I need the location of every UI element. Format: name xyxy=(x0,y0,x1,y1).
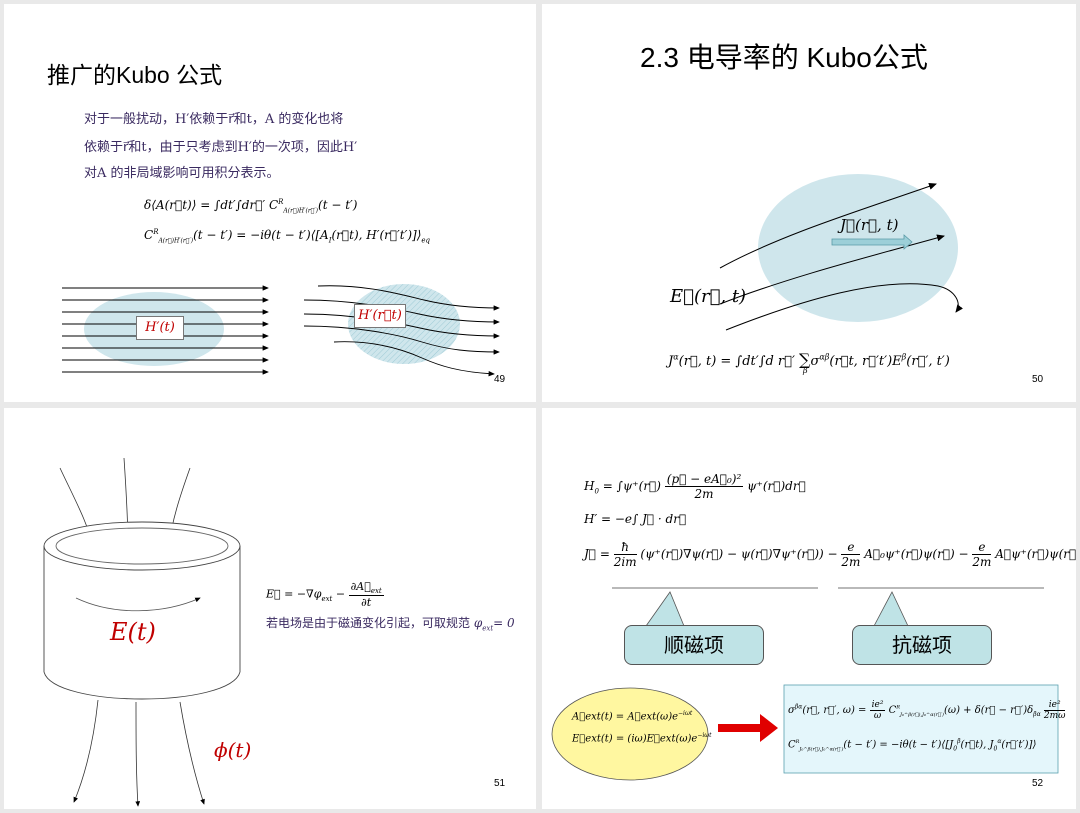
equation-response: δ⟨A(r⃗t)⟩ = ∫dt′∫dr⃗′ CRA(r⃗)H′(r⃗′)(t −… xyxy=(144,198,358,215)
bent-field-lines xyxy=(303,285,500,377)
slide-51: E(t) ϕ(t) E⃗ = −∇φext − ∂A⃗ext ∂t 若电场是由于… xyxy=(4,408,536,809)
result-box xyxy=(783,684,1059,774)
perturbation-diagram xyxy=(62,284,500,377)
paramagnetic-pointer xyxy=(645,591,685,627)
perturbation-label-right: H′(r⃗t) xyxy=(354,304,406,328)
vector-potential-ansatz: A⃗ext(t) = A⃗ext(ω)e−iωt xyxy=(572,710,693,723)
perturbation-hamiltonian: H′ = −e∫ J⃗ · dr⃗ xyxy=(584,512,687,526)
electric-field-label: E(t) xyxy=(110,618,156,646)
potential-label: ϕ(t) xyxy=(214,738,252,762)
equation-retarded-green: CRA(r⃗)H′(r⃗′)(t − t′) = −iθ(t − t′)⟨[AI… xyxy=(144,228,431,245)
slide-50: 2.3 电导率的 Kubo公式 J⃗(r⃗, t) E⃗(r⃗, t) Jα(r… xyxy=(542,4,1076,402)
ring-flux-diagram xyxy=(43,457,241,807)
field-label: E⃗(r⃗, t) xyxy=(670,286,747,307)
paramagnetic-term-callout: 顺磁项 xyxy=(624,625,764,665)
page-number: 52 xyxy=(1032,778,1044,789)
field-line xyxy=(719,183,937,269)
external-field-ellipse xyxy=(551,687,709,781)
electric-field-ansatz: E⃗ext(t) = (iω)E⃗ext(ω)e−iωt xyxy=(572,732,712,745)
current-label: J⃗(r⃗, t) xyxy=(840,216,899,234)
hamiltonian-h0: H0 = ∫ψ⁺(r⃗) (p⃗ − eA⃗₀)² 2m ψ⁺(r⃗)dr⃗ xyxy=(584,472,806,501)
perturbation-label-left: H′(t) xyxy=(136,316,184,340)
field-line xyxy=(725,283,963,331)
current-operator: J⃗ = ħ 2im (ψ⁺(r⃗)∇ψ(r⃗) − ψ(r⃗)∇ψ⁺(r⃗))… xyxy=(584,540,1076,569)
conductor-region xyxy=(758,174,958,322)
body-line: 对于一般扰动，H′依赖于r⃗和t，A 的变化也将 xyxy=(84,112,344,127)
slide-title: 推广的Kubo 公式 xyxy=(47,62,223,88)
current-field-diagram xyxy=(719,174,963,331)
current-arrow xyxy=(831,234,913,250)
body-line: 依赖于r⃗和t，由于只考虑到H′的一次项，因此H′ xyxy=(84,140,358,155)
induced-current-arrow xyxy=(75,597,201,612)
current-current-green: CRJ₀^β(r⃗),J₀^α(r⃗′)(t − t′) = −iθ(t − t… xyxy=(788,738,1037,753)
conductivity-result: σβα(r⃗, r⃗′, ω) = ie² ω CRJ₀^β(r⃗),J₀^α(… xyxy=(788,700,1066,721)
outgoing-flux-lines xyxy=(73,699,205,807)
slide-title: 2.3 电导率的 Kubo公式 xyxy=(640,42,928,73)
implication-arrow xyxy=(718,714,778,742)
body-line: 对A 的非局域影响可用积分表示。 xyxy=(84,166,280,181)
ring-cylinder xyxy=(43,521,241,700)
page-number: 51 xyxy=(494,778,506,789)
diamagnetic-pointer xyxy=(873,591,909,627)
slide-52: H0 = ∫ψ⁺(r⃗) (p⃗ − eA⃗₀)² 2m ψ⁺(r⃗)dr⃗ H… xyxy=(542,408,1076,809)
annotation-graphics xyxy=(551,587,1059,781)
field-potential-equation: E⃗ = −∇φext − ∂A⃗ext ∂t xyxy=(266,580,384,610)
slide-49: 推广的Kubo 公式 对于一般扰动，H′依赖于r⃗和t，A 的变化也将 依赖于r… xyxy=(4,4,536,402)
field-line xyxy=(719,234,945,305)
gauge-note: 若电场是由于磁通变化引起，可取规范 φext= 0 xyxy=(266,616,515,633)
page-number: 50 xyxy=(1032,374,1044,385)
page-number: 49 xyxy=(494,374,506,385)
diamagnetic-term-callout: 抗磁项 xyxy=(852,625,992,665)
